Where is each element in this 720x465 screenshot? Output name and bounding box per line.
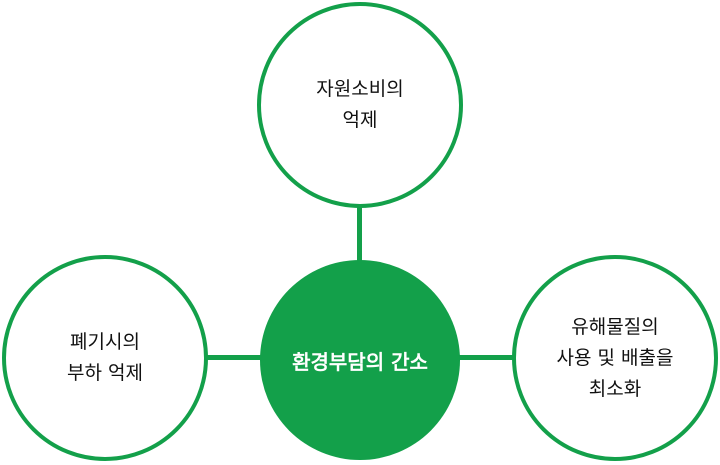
node-label-line: 폐기시의 xyxy=(70,331,140,353)
node-label-line: 사용 및 배출을 xyxy=(556,346,674,369)
node-label: 자원소비의 억제 xyxy=(316,74,403,136)
node-label-line: 억제 xyxy=(342,109,378,131)
center-node: 환경부담의 간소 xyxy=(260,260,460,460)
node-label: 폐기시의 부하 억제 xyxy=(67,327,143,389)
node-disposal-load: 폐기시의 부하 억제 xyxy=(2,255,208,461)
connector-top xyxy=(357,205,362,265)
node-label-line: 유해물질의 xyxy=(571,315,659,338)
center-label: 환경부담의 간소 xyxy=(292,349,428,374)
node-label-line: 자원소비의 xyxy=(316,78,404,100)
connector-left xyxy=(205,355,265,360)
node-label-line: 최소화 xyxy=(588,377,642,400)
node-label: 유해물질의 사용 및 배출을 최소화 xyxy=(557,312,674,405)
node-label-line: 부하 억제 xyxy=(67,362,143,384)
connector-right xyxy=(455,355,515,360)
node-hazardous-substances: 유해물질의 사용 및 배출을 최소화 xyxy=(512,255,718,461)
node-resource-consumption: 자원소비의 억제 xyxy=(257,2,463,208)
